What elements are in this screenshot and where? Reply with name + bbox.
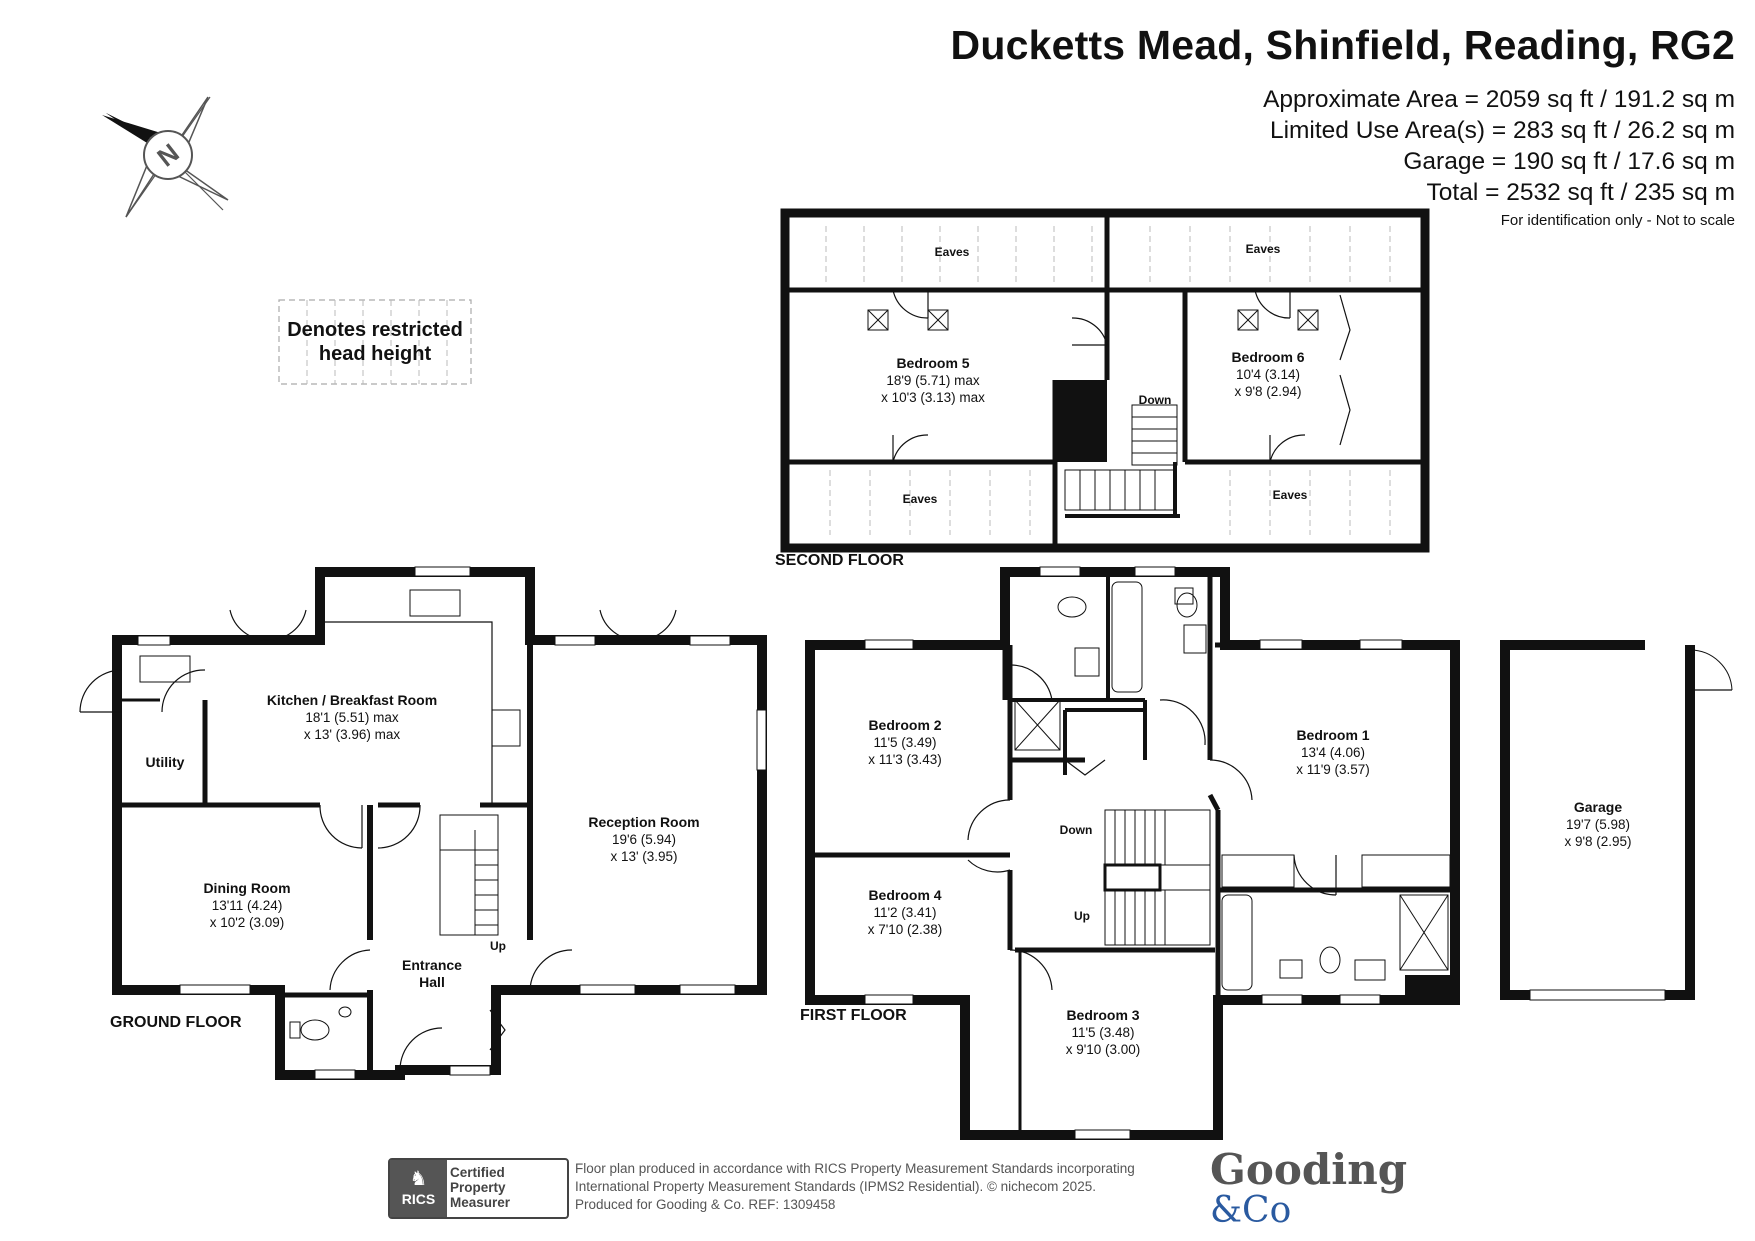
first-floor — [805, 566, 1460, 1140]
garage-dim2: x 9'8 (2.95) — [1564, 834, 1631, 849]
bedroom-2-name: Bedroom 2 — [868, 717, 941, 733]
area-summary: Approximate Area = 2059 sq ft / 191.2 sq… — [1100, 84, 1735, 208]
garage-dim1: 19'7 (5.98) — [1566, 817, 1630, 832]
kitchen-dim2: x 13' (3.96) max — [304, 727, 401, 742]
bedroom-2-dim2: x 11'3 (3.43) — [868, 752, 942, 767]
legend-line2: head height — [319, 343, 432, 365]
rics-cert-line1: Certified — [450, 1165, 505, 1180]
bedroom-6-name: Bedroom 6 — [1231, 349, 1304, 365]
second-floor-label: SECOND FLOOR — [775, 552, 904, 569]
agent-logo-line2: &Co — [1210, 1190, 1292, 1231]
bedroom-1-name: Bedroom 1 — [1296, 727, 1369, 743]
garage-name: Garage — [1574, 799, 1622, 815]
bedroom-5-dim1: 18'9 (5.71) max — [886, 373, 980, 388]
reception-dim1: 19'6 (5.94) — [612, 832, 676, 847]
rics-logo-text: RICS — [401, 1191, 436, 1207]
bedroom-2-dim1: 11'5 (3.49) — [873, 735, 936, 750]
eaves-label-3: Eaves — [903, 492, 938, 506]
stairs-down-label-first: Down — [1060, 823, 1093, 837]
rics-cert-text: Certified Property Measurer — [450, 1165, 560, 1210]
footer-line3: Produced for Gooding & Co. REF: 1309458 — [575, 1197, 836, 1212]
restricted-height-legend: Denotes restricted head height — [278, 299, 472, 385]
stairs-up-label-ground: Up — [490, 939, 506, 953]
agent-logo: Gooding &Co — [1210, 1148, 1410, 1230]
eaves-label-1: Eaves — [935, 245, 970, 259]
ground-floor-label: GROUND FLOOR — [110, 1014, 242, 1031]
eaves-label-4: Eaves — [1273, 488, 1308, 502]
eaves-label-2: Eaves — [1246, 242, 1281, 256]
rics-logo: ♞ RICS — [390, 1160, 447, 1217]
area-approx: Approximate Area = 2059 sq ft / 191.2 sq… — [1263, 86, 1735, 113]
bedroom-5-dim2: x 10'3 (3.13) max — [881, 390, 985, 405]
garage — [1500, 640, 1733, 1001]
bedroom-3-dim1: 11'5 (3.48) — [1071, 1025, 1134, 1040]
hall-name-1: Entrance — [402, 957, 462, 973]
dining-dim2: x 10'2 (3.09) — [210, 915, 285, 930]
utility-name: Utility — [146, 754, 185, 770]
bedroom-4-dim2: x 7'10 (2.38) — [868, 922, 943, 937]
reception-dim2: x 13' (3.95) — [610, 849, 677, 864]
kitchen-name: Kitchen / Breakfast Room — [267, 692, 437, 708]
footer-line2: International Property Measurement Stand… — [575, 1179, 1096, 1194]
reception-name: Reception Room — [588, 814, 699, 830]
bedroom-5-name: Bedroom 5 — [896, 355, 969, 371]
kitchen-dim1: 18'1 (5.51) max — [305, 710, 399, 725]
bedroom-4-dim1: 11'2 (3.41) — [873, 905, 936, 920]
bedroom-1-dim2: x 11'9 (3.57) — [1296, 762, 1370, 777]
rics-cert-line3: Measurer — [450, 1195, 511, 1210]
ground-floor — [79, 566, 767, 1080]
agent-logo-line1: Gooding — [1210, 1145, 1408, 1194]
bedroom-4-name: Bedroom 4 — [868, 887, 941, 903]
footer-disclaimer: Floor plan produced in accordance with R… — [575, 1160, 1225, 1214]
dining-dim1: 13'11 (4.24) — [212, 898, 283, 913]
hall-name-2: Hall — [419, 974, 445, 990]
dining-name: Dining Room — [203, 880, 290, 896]
first-floor-label: FIRST FLOOR — [800, 1007, 907, 1024]
bedroom-1-dim1: 13'4 (4.06) — [1301, 745, 1365, 760]
identification-note: For identification only - Not to scale — [1500, 212, 1735, 229]
property-title: Ducketts Mead, Shinfield, Reading, RG2 — [950, 22, 1735, 68]
bedroom-6-dim2: x 9'8 (2.94) — [1234, 384, 1301, 399]
bedroom-3-name: Bedroom 3 — [1066, 1007, 1139, 1023]
bedroom-6-dim1: 10'4 (3.14) — [1236, 367, 1300, 382]
area-garage: Garage = 190 sq ft / 17.6 sq m — [1403, 148, 1735, 175]
area-total: Total = 2532 sq ft / 235 sq m — [1426, 179, 1735, 206]
rics-cert-line2: Property — [450, 1180, 506, 1195]
legend-line1: Denotes restricted — [287, 319, 463, 341]
stairs-up-label-first: Up — [1074, 909, 1090, 923]
stairs-down-label-second: Down — [1139, 393, 1172, 407]
footer-line1: Floor plan produced in accordance with R… — [575, 1161, 1135, 1176]
area-limited: Limited Use Area(s) = 283 sq ft / 26.2 s… — [1269, 117, 1735, 144]
bedroom-3-dim2: x 9'10 (3.00) — [1066, 1042, 1141, 1057]
rics-certified-badge: ♞ RICS Certified Property Measurer — [388, 1158, 569, 1219]
second-floor — [780, 208, 1430, 553]
compass-icon: N — [102, 96, 229, 218]
rics-crest-icon: ♞ — [409, 1168, 428, 1190]
